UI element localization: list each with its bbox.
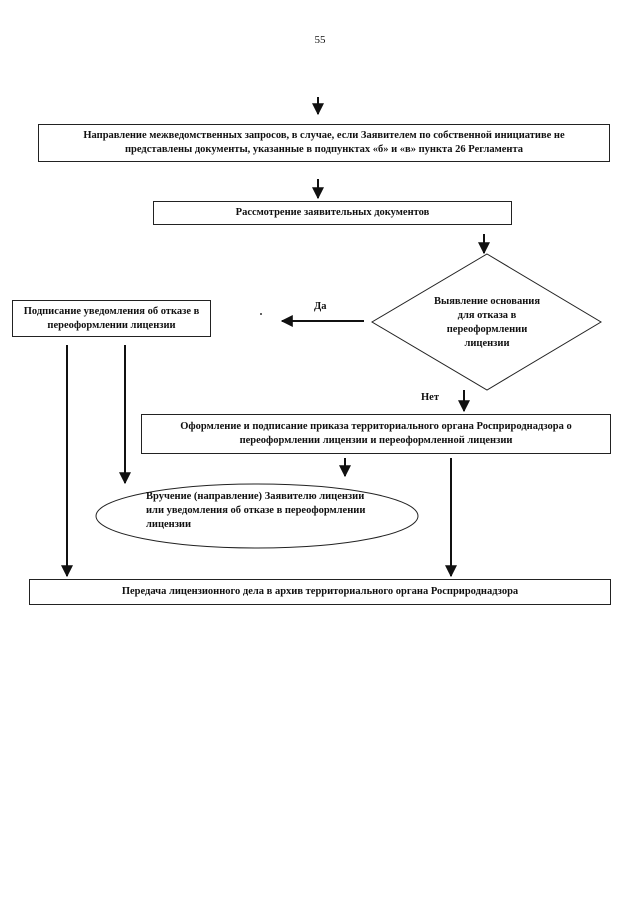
box-review-documents: Рассмотрение заявительных документов bbox=[153, 201, 512, 225]
box-archive-transfer-text: Передача лицензионного дела в архив терр… bbox=[121, 586, 519, 597]
delivery-ellipse bbox=[95, 483, 419, 549]
page-number: 55 bbox=[314, 34, 326, 46]
ellipse-text: Вручение (направление) Заявителю лицензи… bbox=[146, 491, 366, 530]
decision-no-label: Нет bbox=[421, 392, 439, 403]
box-interagency-requests-text: Направление межведомственных запросов, в… bbox=[83, 130, 565, 155]
box-archive-transfer: Передача лицензионного дела в архив терр… bbox=[29, 579, 611, 605]
box-interagency-requests: Направление межведомственных запросов, в… bbox=[38, 124, 610, 162]
decision-yes-label: Да bbox=[314, 301, 327, 312]
decision-diamond bbox=[371, 253, 602, 391]
decision-text: Выявление основания для отказа в переофо… bbox=[434, 296, 540, 349]
scan-dot bbox=[260, 313, 262, 315]
box-order-signing: Оформление и подписание приказа территор… bbox=[141, 414, 611, 454]
box-review-documents-text: Рассмотрение заявительных документов bbox=[235, 207, 430, 218]
box-signing-refusal: Подписание уведомления об отказе в перео… bbox=[12, 300, 211, 337]
box-order-signing-text: Оформление и подписание приказа территор… bbox=[180, 421, 572, 446]
box-signing-refusal-text: Подписание уведомления об отказе в перео… bbox=[23, 305, 200, 331]
